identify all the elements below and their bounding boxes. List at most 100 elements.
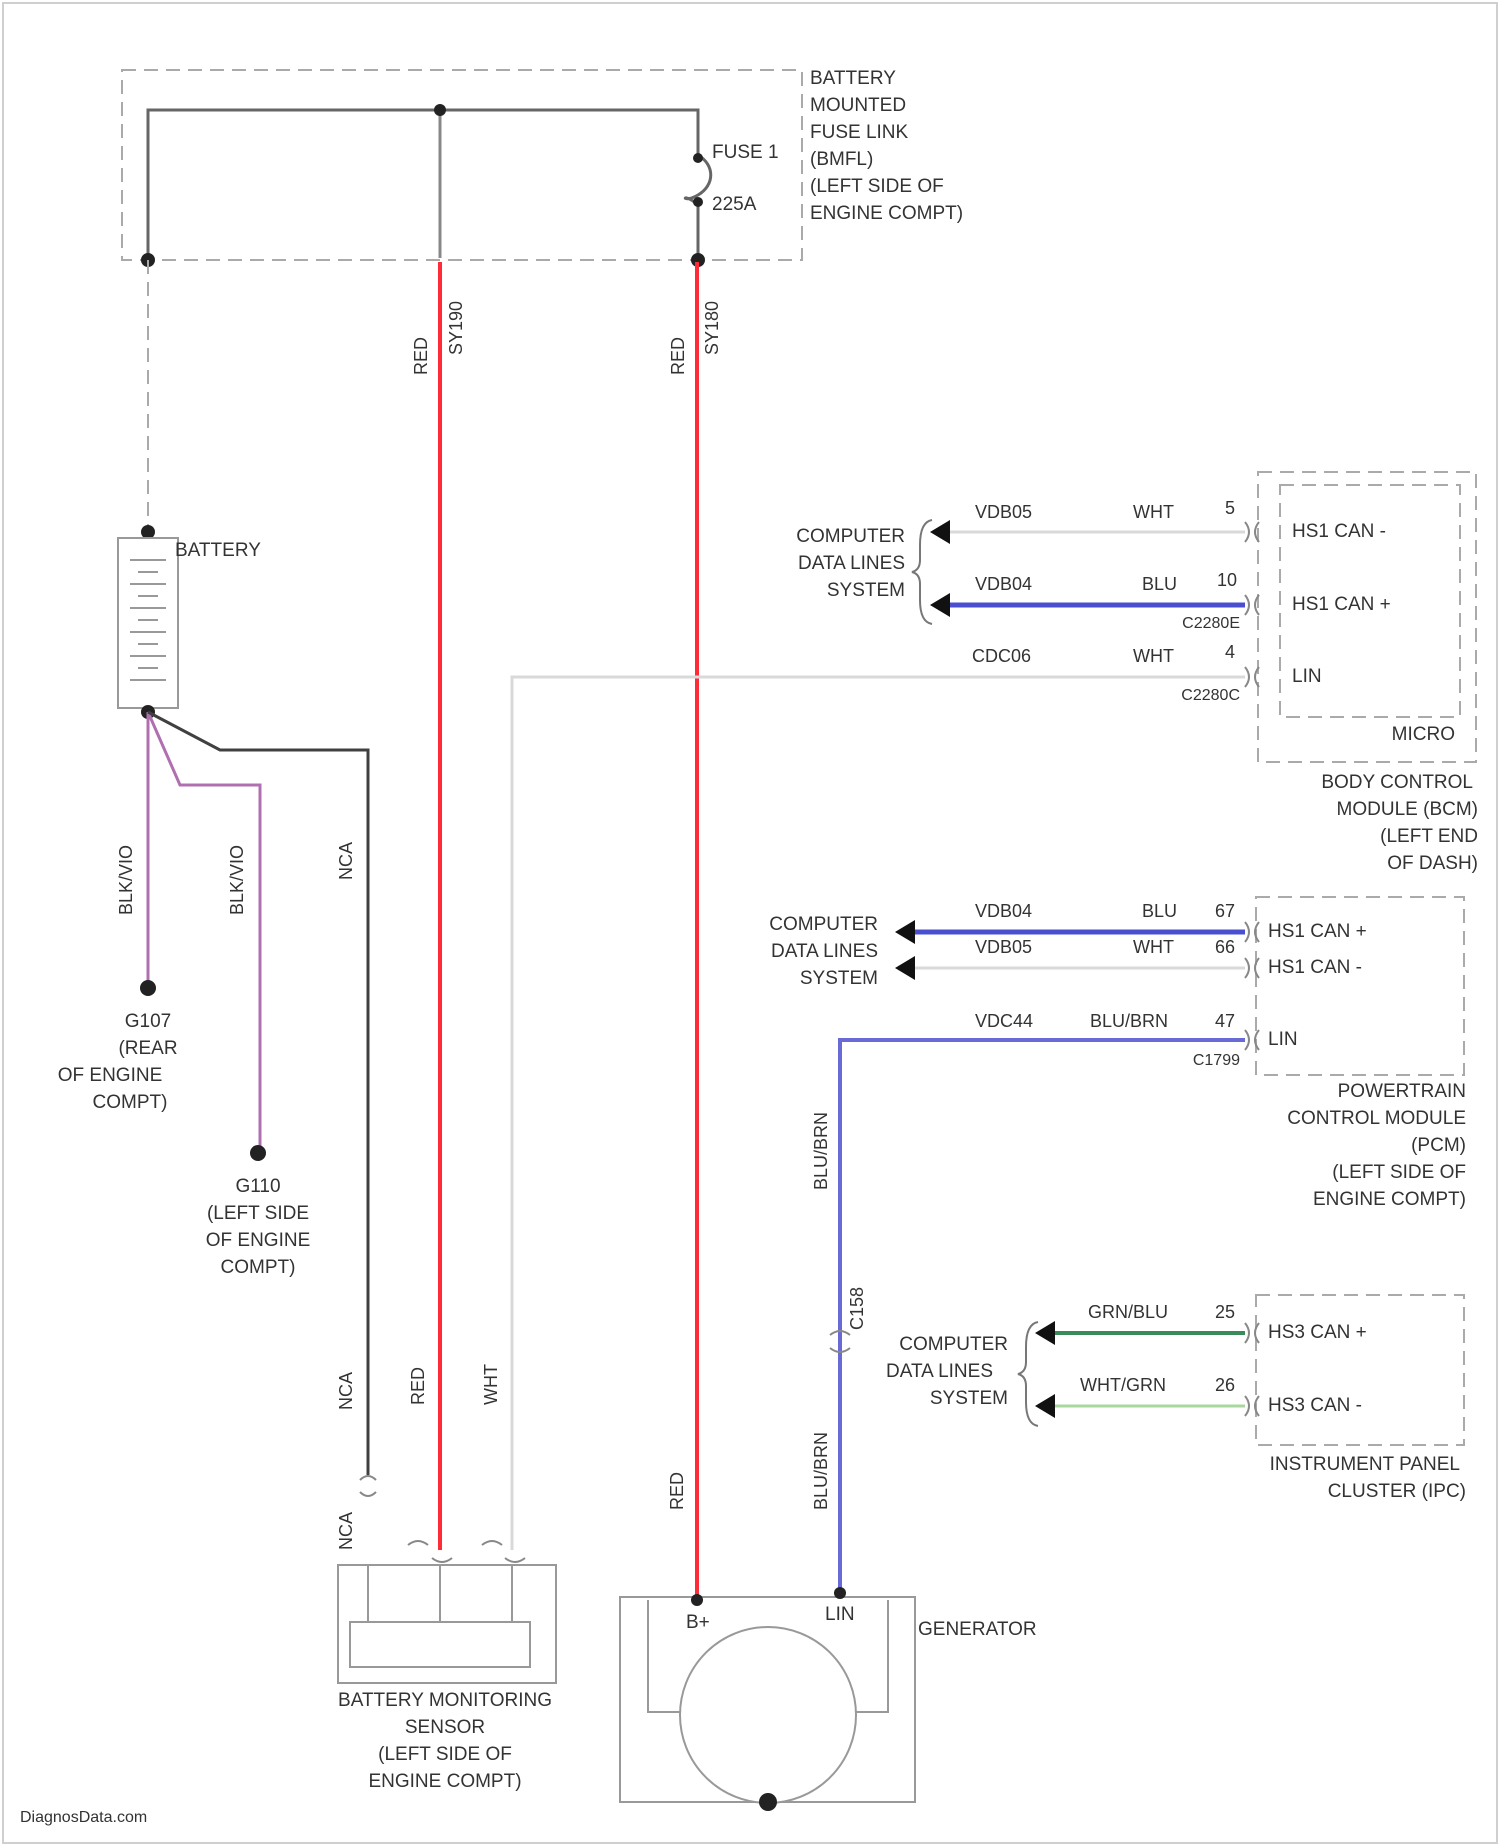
bms-outer-body [338, 1565, 556, 1683]
generator: RED B+ LIN GENERATOR [620, 1472, 1037, 1811]
pcm-title-1: POWERTRAIN [1338, 1081, 1466, 1102]
sy180-id: SY180 [702, 301, 722, 355]
bcm-pin-1-number: 5 [1225, 498, 1235, 518]
pcm-title-5: ENGINE COMPT) [1313, 1189, 1466, 1210]
bmfl-fuse-box: FUSE 1 225A BATTERY MOUNTED FUSE LINK (B… [122, 68, 963, 267]
sy180-color: RED [668, 337, 688, 375]
battery-positive-terminal [141, 525, 155, 539]
pcm-pin-1-color: BLU [1142, 901, 1177, 921]
bcm-data-lines-1: COMPUTER [796, 526, 905, 547]
battery: BATTERY [118, 525, 261, 719]
bms-title-4: ENGINE COMPT) [368, 1771, 521, 1792]
bcm-pin-1-connector [1245, 522, 1259, 542]
lin-wire-connector: C158 [847, 1287, 867, 1330]
bms-title-1: BATTERY MONITORING [338, 1690, 552, 1711]
pcm-pin-1-number: 67 [1215, 901, 1235, 921]
pcm-pin-2-number: 66 [1215, 937, 1235, 957]
watermark: DiagnosData.com [20, 1809, 147, 1826]
bms-wire-wht: WHT [481, 1364, 501, 1405]
g110-loc-3: COMPT) [221, 1257, 296, 1278]
sy190-id: SY190 [446, 301, 466, 355]
bcm-data-lines-3: SYSTEM [827, 580, 905, 601]
bcm-pin-2-color: BLU [1142, 574, 1177, 594]
ipc-data-lines-1: COMPUTER [899, 1334, 1008, 1355]
ipc-pin-2-name: HS3 CAN - [1268, 1395, 1362, 1416]
g107-loc-2: OF ENGINE [58, 1065, 163, 1086]
ipc-arrow-icon [1035, 1394, 1055, 1418]
fuse-bottom-dot [693, 197, 703, 207]
ipc-module: COMPUTER DATA LINES SYSTEM GRN/BLU 25 HS… [886, 1295, 1466, 1502]
pcm-data-lines-1: COMPUTER [769, 914, 878, 935]
lin-wire-color-upper: BLU/BRN [811, 1112, 831, 1190]
bcm-micro-label: MICRO [1392, 724, 1455, 745]
bmfl-junction [434, 104, 446, 116]
bms-wht-connector [482, 1541, 525, 1562]
pcm-pin-3-circuit: VDC44 [975, 1011, 1033, 1031]
ipc-title-1: INSTRUMENT PANEL [1270, 1454, 1460, 1475]
bmfl-dashed-boundary [122, 70, 802, 260]
ipc-pin-2-color: WHT/GRN [1080, 1375, 1166, 1395]
bcm-connector-b: C2280C [1181, 687, 1240, 704]
ground-wire-nca [148, 712, 368, 1475]
bcm-pin-2-circuit: VDB04 [975, 574, 1032, 594]
pcm-arrow-icon [895, 920, 915, 944]
bmfl-title-3: FUSE LINK [810, 122, 909, 143]
bcm-title-3: (LEFT END [1380, 826, 1478, 847]
pcm-pin-1-circuit: VDB04 [975, 901, 1032, 921]
pcm-pin-3-name: LIN [1268, 1029, 1298, 1050]
bcm-pin-3-color: WHT [1133, 646, 1174, 666]
bcm-pin-2-connector [1245, 595, 1259, 615]
generator-lin-dot [834, 1587, 846, 1599]
ground-wire-g110 [148, 712, 260, 1150]
battery-label: BATTERY [175, 540, 261, 561]
bmfl-title-6: ENGINE COMPT) [810, 203, 963, 224]
g107-loc-1: (REAR [118, 1038, 177, 1059]
pcm-data-lines-2: DATA LINES [771, 941, 878, 962]
g110-loc-1: (LEFT SIDE [207, 1203, 309, 1224]
pcm-arrow-icon [895, 956, 915, 980]
bcm-title-1: BODY CONTROL [1321, 772, 1473, 793]
bms-wire-nca: NCA [336, 1372, 356, 1410]
pcm-lin-wire [840, 1040, 1245, 1590]
generator-terminal-lin: LIN [825, 1604, 855, 1625]
bcm-title-4: OF DASH) [1387, 853, 1478, 874]
ipc-pin-1-color: GRN/BLU [1088, 1302, 1168, 1322]
ipc-pin-2-number: 26 [1215, 1375, 1235, 1395]
generator-ground-dot [759, 1793, 777, 1811]
pcm-pin-2-color: WHT [1133, 937, 1174, 957]
bms-nca-lower: NCA [336, 1512, 356, 1550]
sy190-color: RED [411, 337, 431, 375]
bms-wire-red: RED [408, 1367, 428, 1405]
bcm-pin-3-circuit: CDC06 [972, 646, 1031, 666]
ipc-arrow-icon [1035, 1321, 1055, 1345]
battery-body [118, 538, 178, 708]
g107-loc-3: COMPT) [93, 1092, 168, 1113]
bcm-pin-2-number: 10 [1217, 570, 1237, 590]
g110-ground-point [250, 1145, 266, 1161]
bcm-pin-1-circuit: VDB05 [975, 502, 1032, 522]
pcm-title-4: (LEFT SIDE OF [1332, 1162, 1466, 1183]
ipc-brace [1018, 1322, 1038, 1426]
fuse-name: FUSE 1 [712, 142, 779, 163]
bcm-data-lines-2: DATA LINES [798, 553, 905, 574]
ground-wires: BLK/VIO BLK/VIO NCA G107 (REAR OF ENGINE… [58, 712, 368, 1475]
pcm-pin-3-number: 47 [1215, 1011, 1235, 1031]
bcm-lin-wire [512, 677, 1245, 1550]
pcm-connector: C1799 [1193, 1052, 1240, 1069]
bcm-pin-1-name: HS1 CAN - [1292, 521, 1386, 542]
generator-label: GENERATOR [918, 1619, 1037, 1640]
bms-title-2: SENSOR [405, 1717, 485, 1738]
lin-wire-color-lower: BLU/BRN [811, 1432, 831, 1510]
pcm-title-2: CONTROL MODULE [1287, 1108, 1466, 1129]
bcm-brace [912, 520, 932, 624]
ipc-data-lines-3: SYSTEM [930, 1388, 1008, 1409]
generator-terminal-b-plus: B+ [686, 1612, 710, 1633]
pcm-pin-1-name: HS1 CAN + [1268, 921, 1367, 942]
g107-ground-point [140, 980, 156, 996]
generator-b-plus-dot [691, 1594, 703, 1606]
pcm-title-3: (PCM) [1411, 1135, 1466, 1156]
bcm-title-2: MODULE (BCM) [1337, 799, 1478, 820]
bcm-pin-3-number: 4 [1225, 642, 1235, 662]
bmfl-bus-bar [148, 110, 698, 258]
